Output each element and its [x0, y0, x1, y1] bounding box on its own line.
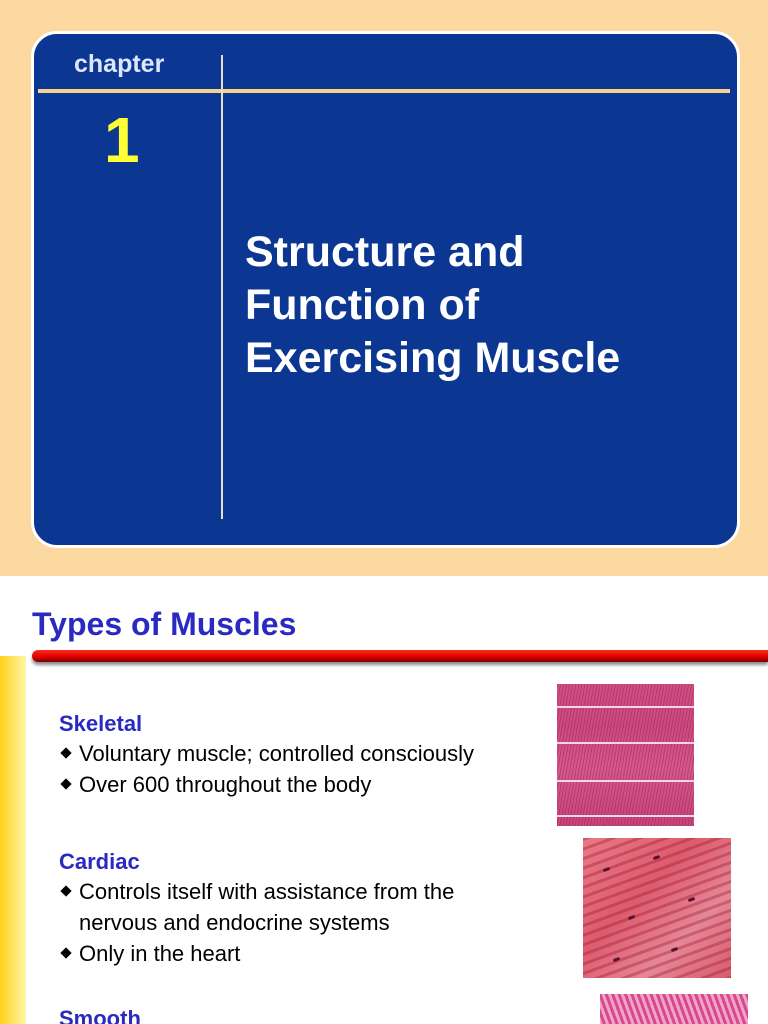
bullet-text: Only in the heart — [79, 941, 241, 966]
bullet-text: Over 600 throughout the body — [79, 772, 372, 797]
smooth-muscle-image — [600, 994, 748, 1024]
title-slide: chapter 1 Structure and Function of Exer… — [0, 0, 768, 576]
nucleus — [652, 854, 661, 861]
nucleus — [670, 946, 679, 953]
yellow-side-strip — [0, 656, 26, 1024]
diamond-bullet-icon — [60, 947, 72, 959]
nucleus — [687, 896, 696, 903]
chapter-title-line: Structure and — [245, 228, 525, 276]
chapter-number: 1 — [104, 104, 140, 176]
bullet-text: Voluntary muscle; controlled consciously — [79, 741, 474, 766]
fiber-boundary — [557, 815, 694, 817]
bullet-text: nervous and endocrine systems — [79, 910, 390, 935]
chapter-title-line: Function of — [245, 281, 480, 329]
bullet-item: Only in the heart — [59, 938, 454, 969]
diamond-bullet-icon — [60, 747, 72, 759]
chapter-title-line: Exercising Muscle — [245, 334, 621, 382]
section-heading: Smooth — [59, 1006, 141, 1024]
section-cardiac: Cardiac Controls itself with assistance … — [59, 848, 454, 969]
nucleus — [612, 956, 621, 963]
horizontal-divider — [38, 89, 730, 93]
cardiac-muscle-image — [583, 838, 731, 978]
fiber-boundary — [557, 742, 694, 744]
bullet-text: Controls itself with assistance from the — [79, 879, 455, 904]
diamond-bullet-icon — [60, 885, 72, 897]
vertical-divider — [221, 55, 223, 519]
section-skeletal: Skeletal Voluntary muscle; controlled co… — [59, 710, 474, 800]
chapter-title: Structure and Function of Exercising Mus… — [245, 226, 725, 385]
types-of-muscles-slide: Types of Muscles Skeletal Voluntary musc… — [0, 576, 768, 1024]
fiber-boundary — [557, 780, 694, 782]
bullet-item: Over 600 throughout the body — [59, 769, 474, 800]
bullet-item: Voluntary muscle; controlled consciously — [59, 738, 474, 769]
nucleus — [627, 914, 636, 921]
chapter-card — [31, 31, 740, 548]
section-heading: Cardiac — [59, 849, 140, 874]
section-heading: Skeletal — [59, 711, 143, 736]
diamond-bullet-icon — [60, 778, 72, 790]
red-title-rule — [32, 650, 768, 662]
fiber-boundary — [557, 706, 694, 708]
section-smooth: Smooth — [59, 1005, 141, 1024]
bullet-item: Controls itself with assistance from the… — [59, 876, 454, 938]
skeletal-muscle-image — [557, 684, 694, 826]
chapter-label: chapter — [74, 50, 165, 78]
nucleus — [602, 866, 611, 873]
slide-title: Types of Muscles — [32, 606, 297, 642]
